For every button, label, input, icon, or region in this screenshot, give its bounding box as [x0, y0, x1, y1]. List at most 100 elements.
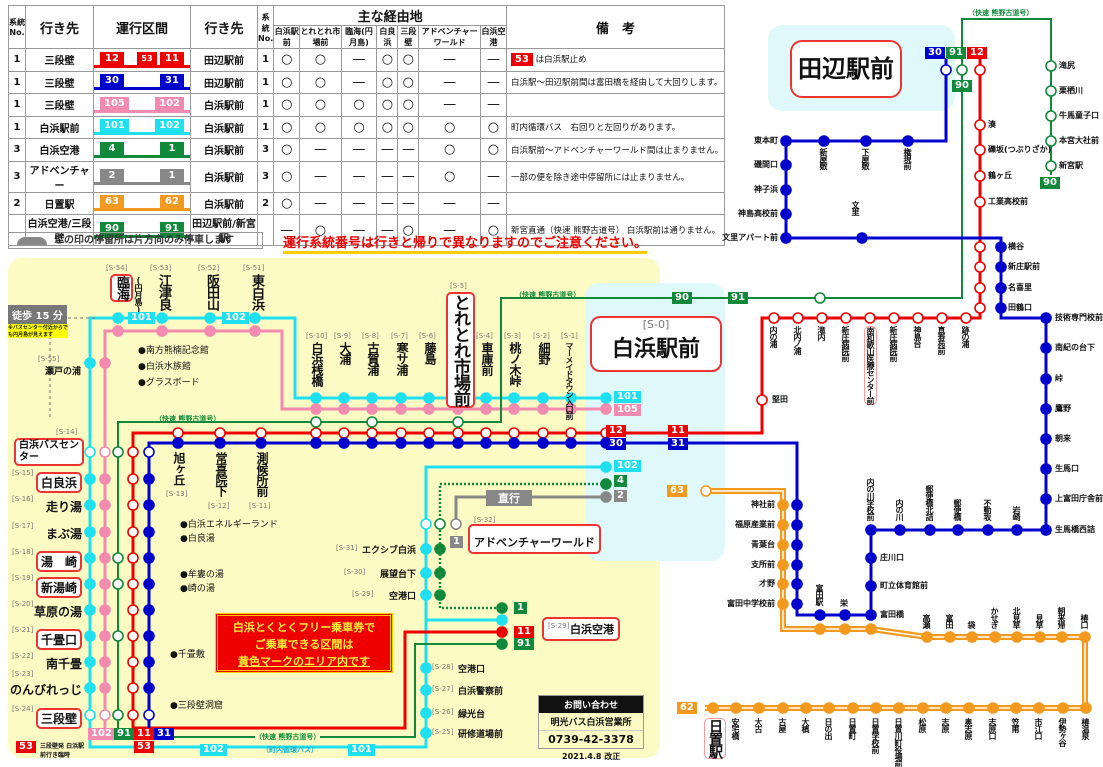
bus-stop-marker[interactable] [366, 403, 378, 415]
bus-stop-marker[interactable] [847, 702, 859, 714]
bus-stop-marker[interactable] [1040, 342, 1052, 354]
shirahama-station-box[interactable]: [S-0] 白浜駅前 [590, 316, 722, 372]
bus-stop-marker[interactable] [172, 437, 184, 449]
bus-stop-marker[interactable] [1045, 110, 1057, 122]
station-label[interactable]: 日置川町役場前 [894, 718, 903, 767]
station-label[interactable]: 峠 [1055, 374, 1063, 383]
station-label[interactable]: 北内ノ浦 [793, 326, 802, 354]
bus-stop-marker[interactable] [112, 446, 124, 458]
bus-stop-marker[interactable] [974, 196, 986, 208]
bus-stop-marker[interactable] [99, 446, 111, 458]
bus-stop-marker[interactable] [420, 707, 432, 719]
bus-stop-marker[interactable] [565, 392, 577, 404]
bus-stop-marker[interactable] [777, 598, 789, 610]
bus-stop-marker[interactable] [395, 392, 407, 404]
bus-stop-marker[interactable] [894, 524, 906, 536]
bus-stop-marker[interactable] [1057, 702, 1069, 714]
station-label[interactable]: 町立体育館前 [880, 581, 928, 590]
bus-stop-marker[interactable] [777, 559, 789, 571]
sight-label[interactable]: ●白良湯 [180, 534, 215, 544]
bus-stop-marker[interactable] [1034, 631, 1046, 643]
bus-stop-marker[interactable] [707, 702, 719, 714]
bus-stop-marker[interactable] [84, 656, 96, 668]
bus-stop-marker[interactable] [963, 702, 975, 714]
station-label[interactable]: 滝内 [817, 326, 826, 340]
bus-stop-marker[interactable] [974, 170, 986, 182]
bus-stop-marker[interactable] [1040, 524, 1052, 536]
station-label[interactable]: 展望台下 [379, 570, 416, 580]
station-label[interactable]: 支所前 [751, 560, 775, 569]
station-label[interactable]: 江津良 [156, 274, 171, 310]
bus-stop-marker[interactable] [99, 499, 111, 511]
bus-stop-marker[interactable] [450, 518, 462, 530]
station-label[interactable]: 北見草 [1012, 607, 1021, 628]
bus-stop-marker[interactable] [255, 437, 267, 449]
bus-stop-marker[interactable] [99, 473, 111, 485]
bus-stop-marker[interactable] [84, 709, 96, 721]
bus-stop-marker[interactable] [730, 702, 742, 714]
bus-stop-marker[interactable] [172, 427, 184, 439]
station-label[interactable]: 空港口 [388, 592, 416, 602]
bus-stop-marker[interactable] [1040, 463, 1052, 475]
station-label[interactable]: 田鶴口 [1008, 303, 1032, 312]
station-label[interactable]: 旭ヶ丘 [172, 452, 186, 485]
bus-stop-marker[interactable] [940, 64, 952, 76]
station-label[interactable]: 白浜空港 [542, 617, 620, 641]
station-label[interactable]: 本宮大社前 [1059, 136, 1099, 145]
station-label[interactable]: 文里アパート前 [722, 233, 778, 242]
bus-stop-marker[interactable] [960, 312, 972, 324]
station-label[interactable]: 走り湯 [45, 500, 82, 514]
bus-stop-marker[interactable] [780, 232, 792, 244]
bus-stop-marker[interactable] [434, 543, 446, 555]
bus-stop-marker[interactable] [814, 623, 826, 635]
bus-stop-marker[interactable] [310, 437, 322, 449]
rinji-note[interactable]: 三段壁発 白浜駅前行き臨時 [40, 743, 85, 759]
station-label[interactable]: 新庄病院前 [841, 326, 850, 361]
bus-stop-marker[interactable] [496, 638, 508, 650]
bus-stop-marker[interactable] [84, 357, 96, 369]
bus-stop-marker[interactable] [974, 261, 986, 273]
bus-stop-marker[interactable] [777, 519, 789, 531]
bus-stop-marker[interactable] [143, 656, 155, 668]
bus-stop-marker[interactable] [143, 604, 155, 616]
bus-stop-marker[interactable] [496, 602, 508, 614]
bus-stop-marker[interactable] [565, 437, 577, 449]
bus-stop-marker[interactable] [865, 552, 877, 564]
bus-stop-marker[interactable] [777, 578, 789, 590]
station-label[interactable]: とれとれ市場前 [446, 292, 475, 408]
station-label[interactable]: 細野 [537, 342, 551, 364]
bus-stop-marker[interactable] [1056, 631, 1068, 643]
bus-stop-marker[interactable] [840, 312, 852, 324]
station-label[interactable]: 朝来 [1055, 434, 1071, 443]
station-label[interactable]: 磯間口 [754, 160, 778, 169]
bus-stop-marker[interactable] [956, 64, 968, 76]
bus-stop-marker[interactable] [936, 312, 948, 324]
bus-stop-marker[interactable] [508, 427, 520, 439]
station-label[interactable]: 福原産業前 [735, 520, 775, 529]
bus-stop-marker[interactable] [143, 630, 155, 642]
bus-stop-marker[interactable] [791, 559, 803, 571]
express-label[interactable]: （快速 熊野古道号） [968, 9, 1034, 17]
bus-stop-marker[interactable] [143, 682, 155, 694]
bus-stop-marker[interactable] [143, 709, 155, 721]
station-label[interactable]: 常喜院下 [214, 452, 228, 496]
station-label[interactable]: 滝尻 [1059, 61, 1075, 70]
bus-stop-marker[interactable] [112, 325, 124, 337]
bus-stop-marker[interactable] [974, 64, 986, 76]
station-label[interactable]: 工業高校前 [988, 197, 1028, 206]
bus-stop-marker[interactable] [338, 403, 350, 415]
station-label[interactable]: 鷹野 [1055, 404, 1071, 413]
station-label[interactable]: 車庫前 [480, 342, 494, 375]
station-label[interactable]: 南和歌山医療センター前 [864, 326, 877, 405]
bus-stop-marker[interactable] [420, 518, 432, 530]
bus-stop-marker[interactable] [777, 702, 789, 714]
bus-stop-marker[interactable] [508, 437, 520, 449]
bus-stop-marker[interactable] [143, 526, 155, 538]
station-label[interactable]: 牛馬童子口 [1059, 111, 1099, 120]
express-label[interactable]: （快速 熊野古道号） [255, 732, 321, 742]
bus-stop-marker[interactable] [84, 552, 96, 564]
bus-stop-marker[interactable] [249, 325, 261, 337]
station-label[interactable]: 市江口 [1034, 718, 1043, 739]
station-label[interactable]: 真寿苑前 [937, 326, 946, 354]
bus-stop-marker[interactable] [143, 552, 155, 564]
